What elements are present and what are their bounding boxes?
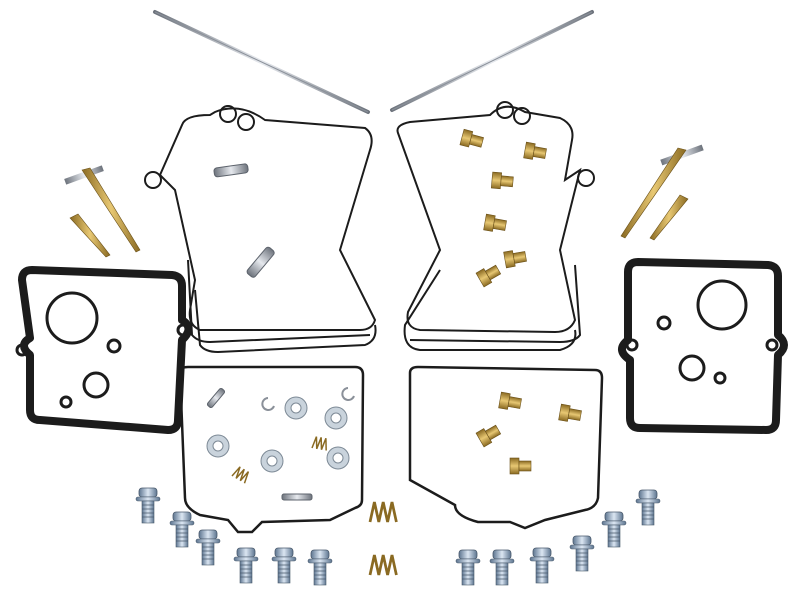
lower-gasket-right [408,365,604,530]
pilot-screw-left [64,165,141,258]
float-needle-left-bottom [246,246,275,278]
float-bowl-gasket-right [396,101,595,351]
pilot-screw-right [620,144,704,241]
springs-middle [368,500,398,577]
float-bowl-gasket-left [144,105,377,354]
brass-jets-right [459,128,548,288]
side-gasket-right [618,258,788,434]
lower-gasket-left [178,365,365,534]
jet-needle-left [153,10,370,114]
side-gasket-left [15,266,193,434]
bolts [135,487,661,586]
jet-needle-right [390,10,594,112]
small-parts-right [475,391,583,475]
float-needle-left-top [213,163,249,178]
small-parts-left [206,387,355,501]
